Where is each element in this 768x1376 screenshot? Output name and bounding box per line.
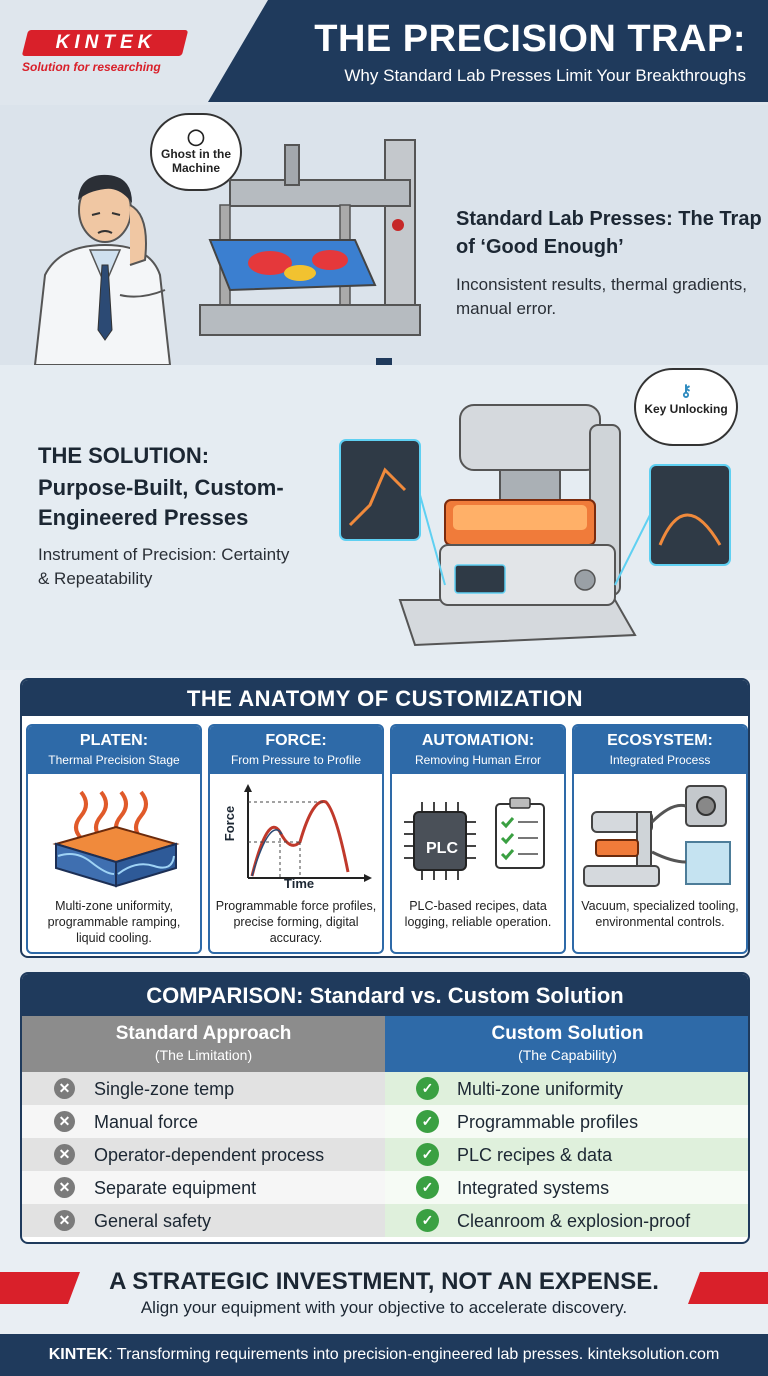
x-icon: ✕: [54, 1144, 75, 1165]
header: KINTEK Solution for researching THE PREC…: [0, 0, 768, 105]
table-row: ✓ Cleanroom & explosion-proof: [385, 1204, 748, 1237]
check-icon: ✓: [416, 1077, 439, 1100]
solution-section: THE SOLUTION: Purpose-Built, Custom-Engi…: [0, 365, 768, 670]
card-header: FORCE: From Pressure to Profile: [210, 726, 382, 774]
cta-title: A STRATEGIC INVESTMENT, NOT AN EXPENSE.: [109, 1268, 659, 1295]
table-row: ✓ Integrated systems: [385, 1171, 748, 1204]
footer-brand: KINTEK: [48, 1346, 109, 1363]
table-row: ✕ Separate equipment: [22, 1171, 385, 1204]
row-label: Multi-zone uniformity: [457, 1079, 624, 1099]
card-description: Multi-zone uniformity, programmable ramp…: [47, 899, 181, 945]
check-icon: ✓: [416, 1143, 439, 1166]
custom-column-title: Custom Solution: [491, 1023, 644, 1044]
x-icon: ✕: [54, 1177, 75, 1198]
card-header: ECOSYSTEM: Integrated Process: [574, 726, 746, 774]
key-icon: ⚷: [680, 383, 692, 400]
thought-bubble-problem: ◯ Ghost in the Machine: [150, 113, 242, 191]
page-title: THE PRECISION TRAP:: [314, 18, 746, 60]
standard-column-header: Standard Approach (The Limitation): [22, 1016, 385, 1072]
logo: KINTEK: [55, 32, 157, 53]
logo-tagline: Solution for researching: [22, 60, 161, 74]
row-label: Single-zone temp: [94, 1079, 235, 1099]
table-row: ✓ Multi-zone uniformity: [385, 1072, 748, 1105]
thought-bubble-solution: ⚷ Key Unlocking: [634, 368, 738, 446]
page-subtitle: Why Standard Lab Presses Limit Your Brea…: [344, 66, 746, 85]
x-icon: ✕: [54, 1078, 75, 1099]
solution-heading: Purpose-Built, Custom-Engineered Presses: [38, 475, 284, 530]
frustrated-scientist-illustration: [33, 174, 172, 365]
card-title: FORCE:: [265, 732, 327, 749]
card-description: PLC-based recipes, data logging, reliabl…: [404, 899, 552, 929]
table-row: ✓ PLC recipes & data: [385, 1138, 748, 1171]
footer: KINTEK: Transforming requirements into p…: [0, 1334, 768, 1376]
plc-chip-icon: [404, 797, 545, 880]
ecosystem-icon: [583, 785, 731, 887]
card-subtitle: Removing Human Error: [414, 753, 542, 767]
card-title: PLATEN:: [79, 732, 149, 749]
comparison-title: COMPARISON: Standard vs. Custom Solution: [146, 983, 624, 1008]
cta-right-accent: [688, 1272, 768, 1304]
card-force: FORCE: From Pressure to Profile Force Ti…: [208, 724, 384, 954]
plc-chip-label: PLC: [426, 840, 458, 857]
x-icon: ✕: [54, 1111, 75, 1132]
call-to-action: A STRATEGIC INVESTMENT, NOT AN EXPENSE. …: [0, 1262, 768, 1330]
card-header: PLATEN: Thermal Precision Stage: [28, 726, 200, 774]
row-label: Separate equipment: [94, 1178, 257, 1198]
standard-column-title: Standard Approach: [115, 1023, 292, 1044]
card-subtitle: Integrated Process: [609, 753, 711, 767]
card-platen: PLATEN: Thermal Precision Stage Multi-zo…: [26, 724, 202, 954]
standard-column-subtitle: (The Limitation): [154, 1047, 253, 1063]
custom-column-subtitle: (The Capability): [518, 1047, 617, 1063]
check-icon: ✓: [416, 1209, 439, 1232]
card-subtitle: Thermal Precision Stage: [48, 753, 180, 767]
problem-section: ◯ Ghost in the Machine Standard Lab Pres…: [0, 105, 768, 365]
table-row: ✕ General safety: [22, 1204, 385, 1237]
card-ecosystem: ECOSYSTEM: Integrated Process Vacuum, sp…: [572, 724, 748, 954]
row-label: General safety: [94, 1211, 212, 1231]
solution-label: THE SOLUTION:: [38, 443, 210, 468]
table-row: ✓ Programmable profiles: [385, 1105, 748, 1138]
custom-column-header: Custom Solution (The Capability): [385, 1016, 748, 1072]
card-description: Vacuum, specialized tooling, environment…: [581, 899, 739, 929]
check-icon: ✓: [416, 1176, 439, 1199]
row-label: Cleanroom & explosion-proof: [457, 1211, 691, 1231]
header-banner: [208, 0, 768, 102]
row-label: PLC recipes & data: [457, 1145, 613, 1165]
standard-press-illustration: [199, 139, 421, 336]
row-label: Operator-dependent process: [94, 1145, 325, 1165]
custom-press-illustration: [339, 404, 731, 647]
graph-x-label: Time: [284, 876, 315, 891]
card-description: Programmable force profiles, precise for…: [215, 899, 377, 945]
anatomy-panel: THE ANATOMY OF CUSTOMIZATION PLATEN: The…: [20, 678, 750, 958]
card-automation: AUTOMATION: Removing Human Error PLC PLC…: [390, 724, 566, 954]
x-icon: ✕: [54, 1210, 75, 1231]
row-label: Manual force: [94, 1112, 199, 1132]
graph-y-label: Force: [222, 805, 238, 842]
heated-platen-icon: [52, 790, 180, 888]
problem-description: Inconsistent results, thermal gradients,…: [456, 275, 748, 318]
anatomy-title: THE ANATOMY OF CUSTOMIZATION: [186, 686, 584, 711]
cta-subtitle: Align your equipment with your objective…: [140, 1298, 628, 1317]
force-profile-graph: [244, 784, 372, 882]
anatomy-title-bar: [22, 680, 748, 716]
comparison-title-bar: [22, 974, 748, 1016]
card-header: AUTOMATION: Removing Human Error: [392, 726, 564, 774]
table-row: ✕ Manual force: [22, 1105, 385, 1138]
ghost-icon: ◯: [187, 129, 205, 146]
card-title: ECOSYSTEM:: [607, 732, 713, 749]
footer-tagline: : Transforming requirements into precisi…: [108, 1346, 720, 1363]
cta-left-accent: [0, 1272, 80, 1304]
row-label: Programmable profiles: [457, 1112, 639, 1132]
card-title: AUTOMATION:: [421, 732, 535, 749]
solution-description: Instrument of Precision: Certainty & Rep…: [38, 545, 290, 588]
table-row: ✕ Single-zone temp: [22, 1072, 385, 1105]
comparison-panel: COMPARISON: Standard vs. Custom Solution…: [20, 972, 750, 1244]
card-subtitle: From Pressure to Profile: [230, 753, 362, 767]
table-row: ✕ Operator-dependent process: [22, 1138, 385, 1171]
row-label: Integrated systems: [457, 1178, 610, 1198]
problem-heading: Standard Lab Presses: The Trap of ‘Good …: [456, 208, 762, 258]
footer-text: KINTEK: Transforming requirements into p…: [0, 1346, 768, 1364]
check-icon: ✓: [416, 1110, 439, 1133]
